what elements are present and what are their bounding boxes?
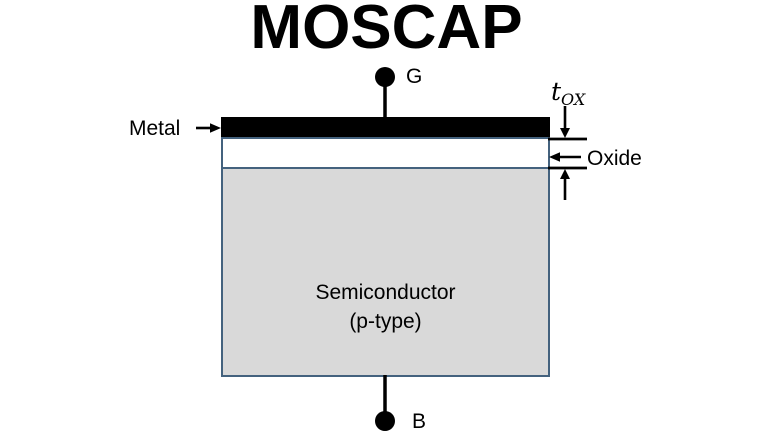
tox-base: t bbox=[551, 77, 562, 106]
oxide-label: Oxide bbox=[587, 147, 642, 170]
body-terminal-label: B bbox=[412, 410, 427, 433]
metal-layer-rect bbox=[221, 117, 550, 138]
semiconductor-label-line1: Semiconductor bbox=[315, 281, 456, 304]
tox-up-arrow-head bbox=[560, 169, 570, 179]
gate-terminal-dot bbox=[375, 67, 395, 87]
semiconductor-label-line2: (p-type) bbox=[349, 310, 422, 333]
body-terminal-dot bbox=[375, 411, 395, 431]
oxide-layer-rect bbox=[221, 137, 550, 169]
metal-pointer-arrow-head bbox=[210, 123, 221, 133]
tox-down-arrow-head bbox=[560, 128, 570, 138]
gate-terminal-label: G bbox=[406, 65, 423, 88]
metal-label: Metal bbox=[129, 117, 181, 140]
oxide-thickness-symbol: tOX bbox=[551, 79, 585, 112]
tox-subscript: OX bbox=[561, 90, 586, 109]
semiconductor-label: Semiconductor (p-type) bbox=[223, 278, 548, 336]
diagram-title: MOSCAP bbox=[250, 0, 523, 62]
oxide-pointer-arrow-head bbox=[549, 152, 560, 162]
semiconductor-layer-rect: Semiconductor (p-type) bbox=[221, 167, 550, 377]
